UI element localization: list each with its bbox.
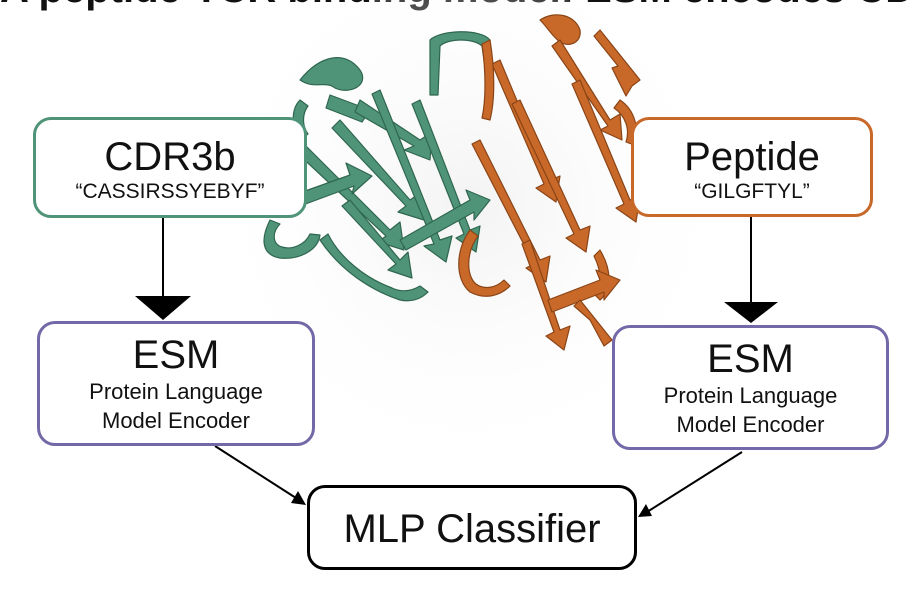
cdr3b-to-esm-arrowhead	[135, 296, 191, 320]
esm-left-line2: Model Encoder	[102, 408, 250, 433]
peptide-title: Peptide	[684, 135, 820, 179]
esm-right-line1: Protein Language	[663, 383, 838, 408]
esm-right-to-mlp-line	[646, 451, 743, 513]
peptide-to-esm-arrowhead	[724, 302, 778, 323]
mlp-classifier-box: MLP Classifier	[307, 485, 637, 570]
cdr3b-sequence: “CASSIRSSYEBYF”	[75, 180, 265, 203]
cdr3b-box: CDR3b “CASSIRSSYEBYF”	[33, 117, 307, 218]
cdr3b-title: CDR3b	[104, 135, 236, 179]
esm-right-to-mlp-arrowhead	[638, 504, 652, 517]
esm-left-title: ESM	[132, 333, 220, 377]
esm-left-to-mlp-arrowhead	[291, 491, 306, 505]
esm-left-line1: Protein Language	[89, 379, 263, 404]
esm-encoder-right-box: ESM Protein Language Model Encoder	[612, 325, 889, 450]
esm-right-line2: Model Encoder	[676, 412, 825, 437]
peptide-ribbon-icon	[458, 14, 641, 351]
esm-left-to-mlp-line	[214, 445, 297, 499]
peptide-box: Peptide “GILGFTYL”	[631, 117, 873, 217]
esm-encoder-left-box: ESM Protein Language Model Encoder	[37, 321, 315, 446]
peptide-sequence: “GILGFTYL”	[694, 180, 810, 203]
mlp-classifier-label: MLP Classifier	[343, 507, 601, 551]
esm-right-title: ESM	[707, 337, 794, 381]
